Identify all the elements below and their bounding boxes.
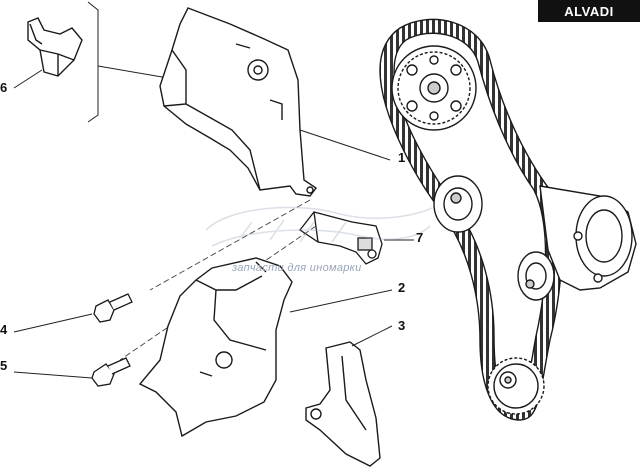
part-3-plate (305, 341, 381, 467)
part-6-callout-leader (13, 69, 43, 89)
callout-6: 6 (0, 80, 8, 95)
callout-2: 2 (398, 280, 406, 295)
part-5-bolt (91, 357, 131, 387)
watermark-logo (205, 206, 433, 247)
part-1-leader (299, 129, 391, 161)
part-2-lower-cover (138, 257, 293, 438)
part-2-leader (289, 289, 393, 313)
dash-line-a (149, 199, 311, 291)
idler-pulley (517, 251, 555, 301)
watermark-text: запчасти для иномарки (232, 262, 362, 274)
part-6-leader (97, 65, 169, 79)
water-pump (539, 185, 637, 291)
callout-7: 7 (416, 230, 424, 245)
part-4-leader (13, 313, 93, 333)
callout-1: 1 (398, 150, 406, 165)
part-7-tensioner (299, 211, 383, 265)
callout-4: 4 (0, 322, 8, 337)
part-6-clip (27, 17, 83, 77)
bracket-line (87, 1, 99, 123)
part-1-upper-cover (159, 7, 318, 197)
camshaft-pulley (391, 45, 477, 131)
tensioner-pulley (433, 175, 483, 233)
brand-badge: ALVADI (538, 0, 640, 22)
part-3-leader (351, 325, 393, 347)
callout-5: 5 (0, 358, 8, 373)
part-5-leader (13, 371, 93, 379)
crankshaft-gear (487, 357, 545, 415)
part-4-bolt (93, 293, 133, 323)
timing-belt-assembly (379, 18, 637, 421)
callout-3: 3 (398, 318, 406, 333)
